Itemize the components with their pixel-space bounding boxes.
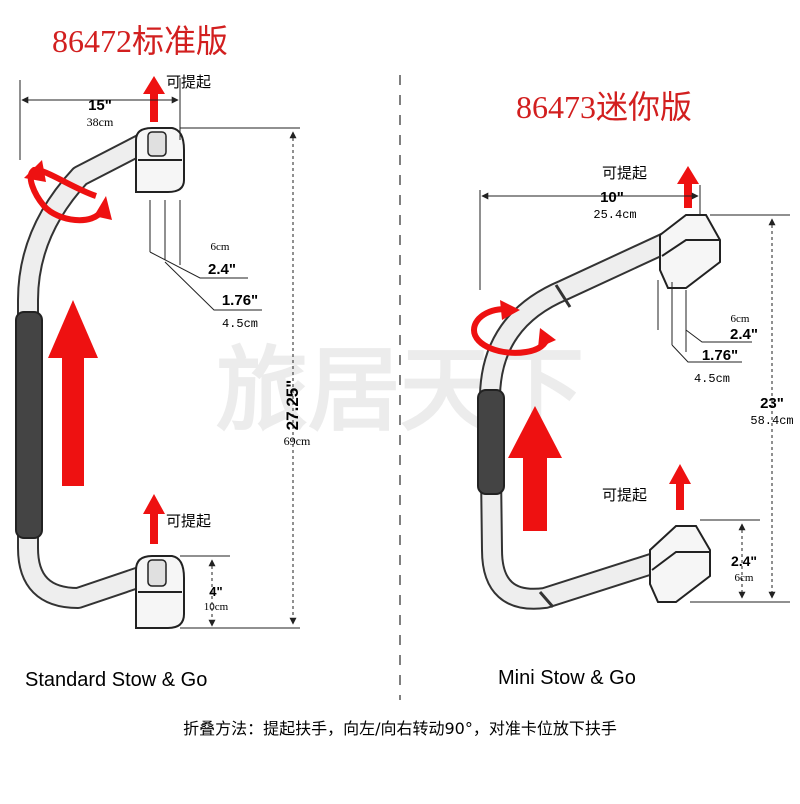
mini-bottom-inch: 2.4": [731, 553, 757, 569]
standard-handle: [15, 134, 157, 609]
mini-height-cm: 58.4cm: [750, 414, 793, 428]
mini-top-clip: [659, 214, 721, 289]
mini-clip-offset-inch: 1.76": [702, 347, 738, 364]
standard-bottom-dimension: [180, 555, 230, 627]
standard-bottom-inch: 4": [209, 584, 222, 599]
standard-width-cm: 38cm: [87, 115, 114, 129]
mini-height-inch: 23": [760, 395, 784, 412]
standard-title: 86472标准版: [52, 23, 228, 59]
standard-height-inch: 27.25": [283, 380, 302, 431]
mini-bottom-clip: [649, 525, 711, 603]
mini-width-inch: 10": [600, 189, 624, 206]
standard-bottom-cm: 10cm: [204, 601, 229, 613]
standard-lift-top-label: 可提起: [166, 73, 211, 91]
standard-height-cm: 69cm: [284, 434, 311, 448]
standard-clip-depth-inch: 2.4": [208, 261, 236, 278]
mini-lift-arrow-bottom: [669, 464, 691, 510]
mini-lift-top-label: 可提起: [602, 164, 647, 182]
mini-clip-depth-cm: 6cm: [731, 313, 750, 325]
standard-lift-arrow-bottom: [143, 494, 165, 544]
mini-clip-offset-cm: 4.5cm: [694, 372, 730, 386]
standard-foam-grip: [15, 311, 43, 539]
standard-width-dimension: [19, 78, 181, 160]
mini-clip-depth-inch: 2.4": [730, 326, 758, 343]
standard-big-up-arrow: [48, 300, 98, 486]
standard-bottom-clip: [135, 555, 185, 629]
mini-panel: 86473迷你版: [470, 89, 794, 689]
standard-caption: Standard Stow & Go: [25, 669, 207, 691]
standard-rotate-arrow: [24, 160, 112, 224]
mini-width-dimension: [479, 185, 701, 290]
mini-clip-leaders: [657, 280, 752, 363]
standard-height-dimension: [180, 127, 300, 629]
standard-width-inch: 15": [88, 97, 112, 114]
standard-clip-offset-cm: 4.5cm: [222, 317, 258, 331]
mini-title: 86473迷你版: [516, 89, 692, 125]
folding-instructions: 折叠方法：提起扶手，向左/向右转动90°，对准卡位放下扶手: [183, 719, 617, 738]
standard-lift-bottom-label: 可提起: [166, 512, 211, 530]
mini-caption: Mini Stow & Go: [498, 667, 636, 689]
mini-handle: [477, 229, 683, 610]
mini-bottom-cm: 6cm: [735, 572, 754, 584]
mini-width-cm: 25.4cm: [593, 208, 636, 222]
mini-big-up-arrow: [508, 406, 562, 531]
standard-lift-arrow-top: [143, 76, 165, 122]
standard-clip-offset-inch: 1.76": [222, 292, 258, 309]
mini-lift-arrow-top: [677, 166, 699, 208]
mini-rotate-arrow: [470, 300, 556, 356]
mini-foam-grip: [477, 389, 505, 495]
mini-bottom-dimension: [700, 519, 760, 603]
mini-lift-bottom-label: 可提起: [602, 486, 647, 504]
standard-panel: 86472标准版: [15, 23, 311, 691]
standard-clip-depth-cm: 6cm: [211, 241, 230, 253]
standard-top-clip: [135, 127, 185, 193]
standard-clip-leaders: [149, 200, 262, 311]
